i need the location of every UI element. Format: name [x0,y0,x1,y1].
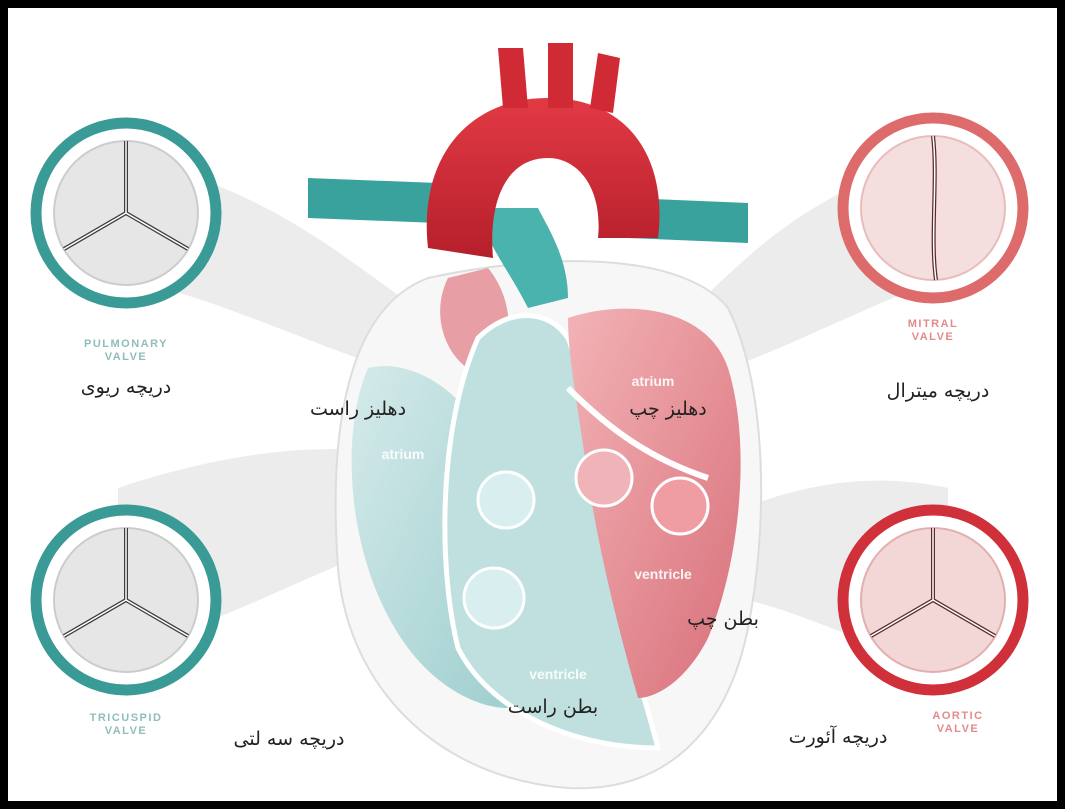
left-ventricle-en-label: ventricle [613,566,713,582]
pulmonary-valve-fa-label: دریچه ریوی [56,376,196,398]
tricuspid-valve-icon [36,510,216,690]
aorta-branch-1 [498,48,528,108]
pulmonary-inner-valve [464,568,524,628]
left-pulmonary-artery [308,178,438,223]
right-atrium-fa-label: دهلیز راست [278,398,438,420]
pulmonary-valve-icon [36,123,216,303]
aortic-valve-fa-label: دریچه آئورت [763,726,913,748]
heart-valves-diagram: PULMONARY VALVE دریچه ریوی TRICUSPID VAL… [8,8,1057,801]
mitral-valve-icon [843,118,1023,298]
tricuspid-valve-en-label: TRICUSPID VALVE [56,712,196,738]
aortic-valve-icon [843,510,1023,690]
left-atrium-en-label: atrium [613,373,693,389]
right-ventricle-fa-label: بطن راست [478,696,628,718]
left-atrium-fa-label: دهلیز چپ [593,398,743,420]
aortic-inner-valve [652,478,708,534]
mitral-inner-valve [576,450,632,506]
left-ventricle-fa-label: بطن چپ [663,608,783,630]
tricuspid-inner-valve [478,472,534,528]
aorta-branch-2 [548,43,573,108]
mitral-valve-fa-label: دریچه میترال [858,380,1018,402]
aortic-valve-en-label: AORTIC VALVE [913,710,1003,736]
heart-illustration [8,8,1057,801]
right-atrium-en-label: atrium [368,446,438,462]
aorta-branch-3 [590,53,620,113]
mitral-valve-en-label: MITRAL VALVE [878,318,988,344]
right-ventricle-en-label: ventricle [508,666,608,682]
pulmonary-valve-en-label: PULMONARY VALVE [56,338,196,364]
tricuspid-valve-fa-label: دریچه سه لتی [204,728,374,750]
